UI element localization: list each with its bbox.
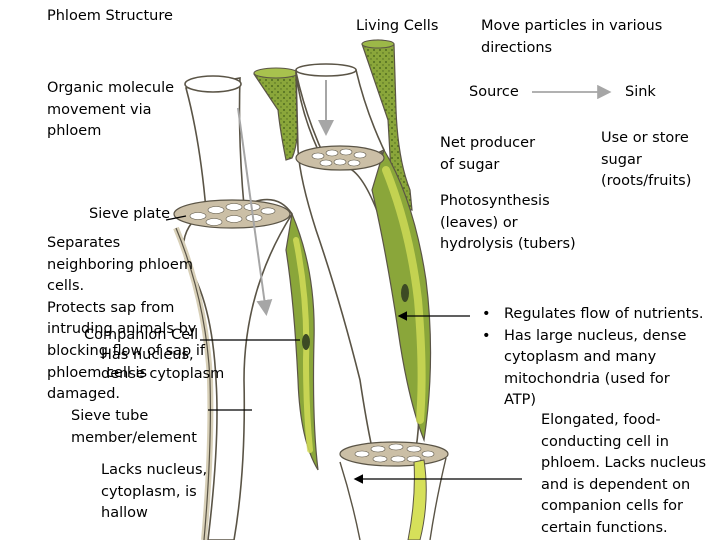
label-elongated: Elongated, food- conducting cell in phlo… <box>541 412 707 536</box>
label-companion-cell: Companion Cell <box>84 327 199 343</box>
label-sink: Sink <box>625 84 656 100</box>
label-sieve-tube: Sieve tube member/element <box>71 408 197 446</box>
companion-cell-bullets: Regulates flow of nutrients. Has large n… <box>480 304 716 412</box>
label-move-particles: Move particles in various directions <box>481 18 663 56</box>
companion-cell-right-top <box>361 39 395 49</box>
label-separates: Separates neighboring phloem cells. Prot… <box>47 235 205 403</box>
diagram-title: Phloem Structure <box>47 8 173 24</box>
bullet-item: Regulates flow of nutrients. <box>480 304 716 326</box>
label-lacks-nucleus: Lacks nucleus, cytoplasm, is hallow <box>101 462 208 522</box>
sieve-plate-left <box>173 199 291 229</box>
label-source: Source <box>469 84 519 100</box>
sieve-tube-left-rim <box>184 75 242 93</box>
label-sieve-plate: Sieve plate <box>89 206 170 222</box>
pointer-sieve-plate <box>165 215 187 221</box>
label-has-nucleus: Has nucleus, dense cytoplasm <box>101 347 225 382</box>
companion-cell-mid-cap <box>253 67 299 79</box>
companion-cell-bottom <box>407 459 427 540</box>
nucleus-mid <box>302 334 310 350</box>
flow-arrow-left <box>237 107 273 316</box>
companion-cell-mid-top <box>253 68 299 161</box>
label-net-producer: Net producer of sugar <box>440 135 536 173</box>
label-photosynthesis: Photosynthesis (leaves) or hydrolysis (t… <box>440 193 576 253</box>
label-use-or-store: Use or store sugar (roots/fruits) <box>601 130 692 190</box>
bullet-item: Has large nucleus, dense cytoplasm and m… <box>480 326 716 412</box>
sieve-tube-upper-right-rim <box>295 63 357 77</box>
nucleus-right <box>401 284 409 302</box>
label-living-cells: Living Cells <box>356 18 439 34</box>
sieve-plate-mid <box>295 145 385 171</box>
label-organic-movement: Organic molecule movement via phloem <box>47 80 175 140</box>
